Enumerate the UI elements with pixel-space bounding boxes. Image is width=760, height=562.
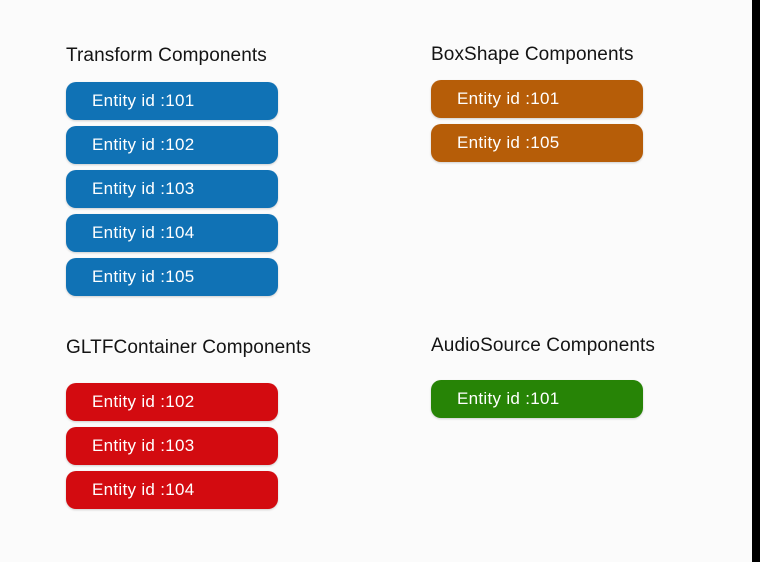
audiosource-entity-list: Entity id :101 xyxy=(431,380,655,418)
section-title-transform: Transform Components xyxy=(66,45,267,66)
entity-button[interactable]: Entity id :103 xyxy=(66,427,278,465)
entity-button[interactable]: Entity id :104 xyxy=(66,471,278,509)
entity-button[interactable]: Entity id :101 xyxy=(431,80,643,118)
entity-button[interactable]: Entity id :101 xyxy=(431,380,643,418)
entity-button[interactable]: Entity id :102 xyxy=(66,126,278,164)
entity-button[interactable]: Entity id :105 xyxy=(66,258,278,296)
section-title-audiosource: AudioSource Components xyxy=(431,335,656,356)
section-audiosource-components: AudioSource Components Entity id :101 xyxy=(431,335,655,418)
entity-button[interactable]: Entity id :101 xyxy=(66,82,278,120)
screen-right-edge-bar xyxy=(752,0,760,562)
entity-button[interactable]: Entity id :103 xyxy=(66,170,278,208)
entity-button[interactable]: Entity id :105 xyxy=(431,124,643,162)
section-title-boxshape: BoxShape Components xyxy=(431,44,634,65)
entity-button[interactable]: Entity id :102 xyxy=(66,383,278,421)
entity-button[interactable]: Entity id :104 xyxy=(66,214,278,252)
section-title-gltfcontainer: GLTFContainer Components xyxy=(66,337,311,358)
